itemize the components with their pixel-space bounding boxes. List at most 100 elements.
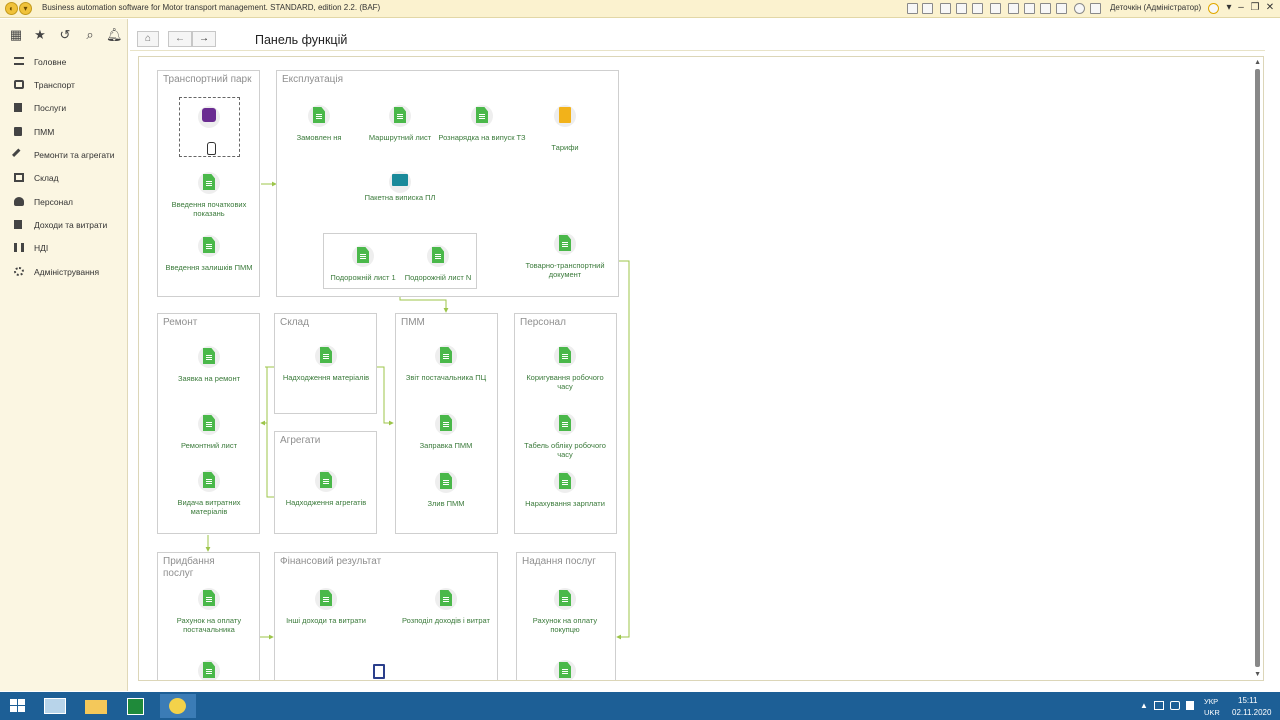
volume-icon[interactable]: [1186, 701, 1194, 710]
doc-label: Нарахування зарплати: [525, 499, 605, 508]
document-icon: [203, 590, 215, 606]
sidebar-item-label: Послуги: [34, 103, 67, 113]
sidebar-item-label: Транспорт: [34, 80, 75, 90]
apps-grid-icon[interactable]: ▦: [9, 27, 23, 42]
scroll-down-icon[interactable]: ▼: [1254, 671, 1261, 678]
sidebar-item-label: Адміністрування: [34, 267, 100, 277]
star-icon[interactable]: ★: [34, 27, 46, 42]
calculator-icon: [14, 220, 22, 229]
section-title: Персонал: [520, 317, 566, 328]
doc-label: Рознарядка на випуск ТЗ: [438, 133, 526, 142]
network-icon[interactable]: [1170, 701, 1180, 710]
server-manager-icon[interactable]: [38, 694, 74, 718]
onec-app-icon[interactable]: [160, 694, 196, 718]
minimize-icon[interactable]: –: [1238, 2, 1244, 13]
panels-icon[interactable]: [1090, 3, 1101, 14]
sidebar-item-transport[interactable]: Транспорт: [0, 76, 128, 94]
restore-icon[interactable]: ❐: [1250, 2, 1260, 13]
document-icon: [203, 237, 215, 253]
more-icon[interactable]: ▾: [1226, 2, 1232, 13]
document-icon: [559, 662, 571, 678]
sidebar-item-main[interactable]: Головне: [0, 53, 128, 71]
save-icon[interactable]: [940, 3, 951, 14]
doc-label: Подорожній лист N: [404, 273, 472, 282]
clock-date[interactable]: 02.11.2020: [1232, 708, 1272, 717]
calendar-icon[interactable]: [990, 3, 1001, 14]
tray-arrow-icon[interactable]: ▲: [1140, 701, 1148, 710]
document-icon: [313, 107, 325, 123]
sidebar-item-warehouse[interactable]: Склад: [0, 169, 128, 187]
sidebar-item-admin[interactable]: Адміністрування: [0, 263, 128, 281]
tariff-book-icon: [559, 107, 571, 123]
report-icon[interactable]: [373, 664, 385, 679]
page-title: Панель функцій: [255, 33, 348, 47]
print-icon[interactable]: [922, 3, 933, 14]
function-panel: Транспортний парк Введення початкових по…: [138, 56, 1264, 681]
document-icon: [440, 590, 452, 606]
sidebar-item-fuel[interactable]: ПММ: [0, 123, 128, 141]
document-icon: [440, 347, 452, 363]
tray-flag-icon[interactable]: [1154, 701, 1164, 710]
section-waybills: [323, 233, 477, 289]
sidebar-item-label: Головне: [34, 57, 67, 67]
clock-time[interactable]: 15:11: [1238, 696, 1258, 705]
scroll-up-icon[interactable]: ▲: [1254, 59, 1261, 66]
vehicle-card-selection[interactable]: [179, 97, 240, 157]
excel-icon[interactable]: [118, 694, 154, 718]
vertical-scrollbar[interactable]: [1255, 69, 1260, 667]
download-icon[interactable]: [956, 3, 967, 14]
document-icon: [432, 247, 444, 263]
sidebar-item-reference[interactable]: НДІ: [0, 239, 128, 257]
back-button[interactable]: ←: [168, 31, 192, 47]
search-icon[interactable]: ⌕: [86, 27, 94, 42]
user-name[interactable]: Деточкін (Адміністратор): [1110, 3, 1202, 12]
home-button[interactable]: ⌂: [137, 31, 159, 47]
sidebar-item-repairs[interactable]: Ремонти та агрегати: [0, 146, 128, 164]
keyboard-lang-bottom[interactable]: UKR: [1204, 708, 1220, 717]
document-icon: [14, 103, 22, 112]
sidebar-item-label: Доходи та витрати: [34, 220, 108, 230]
doc-label: Заправка ПММ: [419, 441, 473, 450]
section-title: Транспортний парк: [163, 74, 252, 85]
main-menu-icon[interactable]: ▾: [19, 2, 32, 15]
doc-label: Товарно-транспортний документ: [525, 261, 605, 279]
keyboard-lang-top[interactable]: УКР: [1204, 697, 1219, 706]
history-icon[interactable]: ↺: [59, 27, 71, 42]
wrench-icon: [11, 148, 25, 161]
doc-label: Табель обліку робочого часу: [524, 441, 606, 459]
close-icon[interactable]: ✕: [1265, 2, 1275, 13]
truck-icon: [14, 80, 24, 89]
doc-label: Маршрутний лист: [368, 133, 432, 142]
document-icon: [440, 415, 452, 431]
bell-icon[interactable]: 🔔︎: [106, 27, 123, 42]
menu-lines-icon: [14, 57, 24, 65]
document-icon: [559, 590, 571, 606]
sidebar-item-income[interactable]: Доходи та витрати: [0, 216, 128, 234]
link-icon[interactable]: [972, 3, 983, 14]
settings-list-icon[interactable]: [1040, 3, 1051, 14]
doc-label: Злив ПММ: [427, 499, 465, 508]
sidebar-item-label: НДІ: [34, 243, 49, 253]
doc-label: Рахунок на оплату покупцю: [532, 616, 598, 634]
compare-icon[interactable]: [1056, 3, 1067, 14]
taskbar: ▲: [0, 692, 1280, 720]
app-logo-icon[interactable]: ◐: [5, 2, 18, 15]
layout-icon[interactable]: [907, 3, 918, 14]
doc-label: Заявка на ремонт: [177, 374, 241, 383]
header-divider: [130, 50, 1265, 51]
document-icon: [203, 662, 215, 678]
sidebar-item-staff[interactable]: Персонал: [0, 193, 128, 211]
info-icon[interactable]: [1208, 3, 1219, 14]
zoom-icon[interactable]: [1074, 3, 1085, 14]
file-explorer-icon[interactable]: [78, 694, 114, 718]
windows-start-icon[interactable]: [2, 694, 38, 718]
hand-cursor-icon: [207, 142, 216, 155]
sidebar-item-services[interactable]: Послуги: [0, 99, 128, 117]
table-icon[interactable]: [1024, 3, 1035, 14]
favorites-icon[interactable]: [1008, 3, 1019, 14]
forward-button[interactable]: →: [192, 31, 216, 47]
section-purchase: Придбання послуг: [157, 552, 260, 680]
doc-label: Подорожній лист 1: [330, 273, 396, 282]
document-icon: [559, 415, 571, 431]
document-icon: [320, 472, 332, 488]
